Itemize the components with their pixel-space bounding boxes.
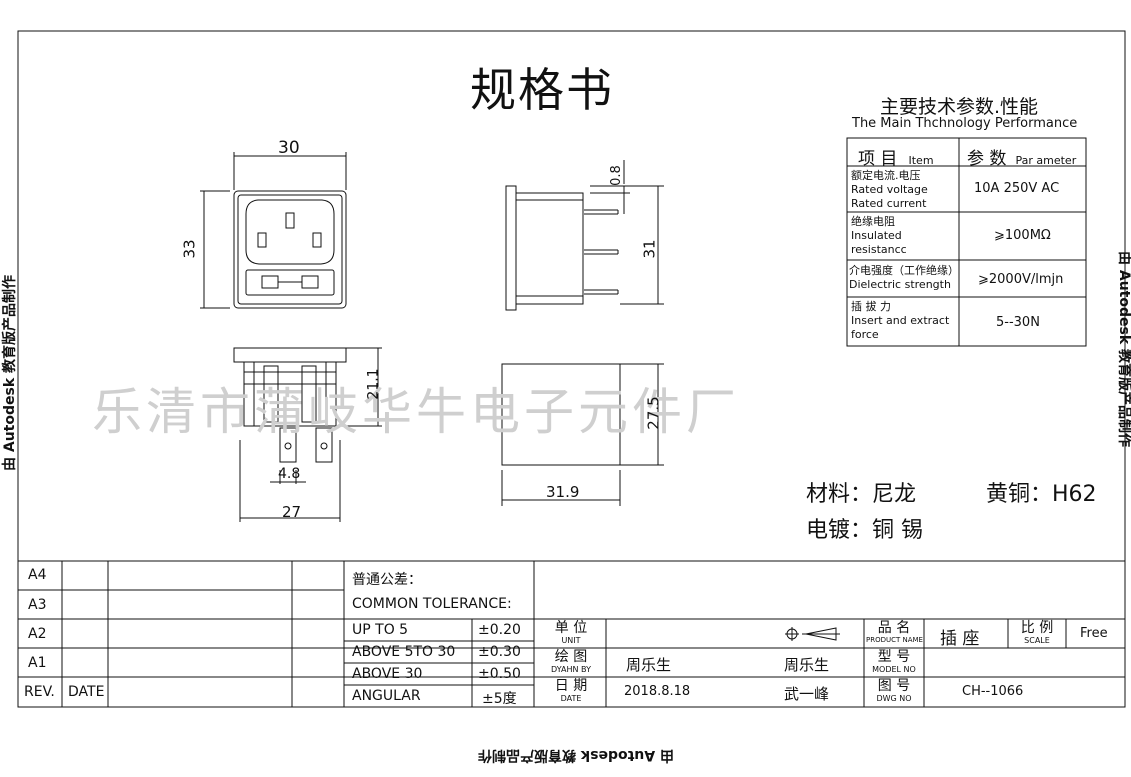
dim-front-width: 30 — [278, 138, 300, 158]
tolerance-title-cn: 普通公差： — [352, 572, 422, 588]
dim-bottom-width: 27 — [282, 503, 302, 521]
scale-value: Free — [1080, 626, 1108, 641]
param-row-value: 5--30N — [996, 315, 1040, 330]
side-note-left: 由 Autodesk 教育版产品制作 — [2, 274, 18, 471]
side-note-bottom: 由 Autodesk 教育版产品制作 — [477, 747, 675, 763]
side-note-right: 由 Autodesk 教育版产品制作 — [1116, 251, 1131, 448]
header-param-en: Par ameter — [1015, 154, 1077, 167]
param-row-label: 插 拔 力 Insert and extract force — [851, 300, 950, 341]
date-row-label: 日 期 DATE — [554, 678, 588, 703]
param-row-value: ⩾100MΩ — [994, 228, 1051, 243]
params-header-param: 参 数 Par ameter — [967, 144, 1076, 169]
drawn-by-name: 周乐生 — [626, 656, 672, 674]
dim-bottom-pin: 4.8 — [278, 466, 301, 482]
rev-a4: A4 — [28, 567, 47, 583]
drawn-label: 绘 图 DYAHN BY — [551, 649, 591, 674]
product-value: 插 座 — [940, 629, 980, 649]
header-item-cn: 项 目 — [858, 149, 898, 169]
dim-front-height: 33 — [180, 239, 199, 259]
dwg-label: 图 号 DWG NO — [876, 678, 912, 703]
params-header-item: 项 目 Item — [858, 144, 934, 169]
header-item-en: Item — [908, 154, 934, 167]
scale-label: 比 例 SCALE — [1020, 620, 1054, 645]
dwg-value: CH--1066 — [962, 684, 1024, 699]
sheet-border — [17, 30, 1126, 708]
rev-a2: A2 — [28, 626, 47, 642]
watermark: 乐清市蒲岐华牛电子元件厂 — [92, 383, 740, 441]
rev-a3: A3 — [28, 597, 47, 613]
front-view — [200, 152, 347, 309]
page-title: 规格书 — [470, 63, 614, 117]
dim-bottom-height: 21.1 — [365, 368, 382, 400]
bottom-view — [233, 347, 382, 522]
material-nylon: 材料：尼龙 — [806, 482, 917, 507]
dim-rear-height: 27.5 — [644, 396, 663, 430]
tolerance-range: ABOVE 30 — [352, 666, 423, 682]
rear-view — [501, 363, 664, 506]
approved-by-name: 武一峰 — [784, 685, 830, 703]
tolerance-value: ±0.50 — [478, 666, 521, 682]
checked-by-name: 周乐生 — [784, 656, 830, 674]
tolerance-value: ±5度 — [482, 691, 517, 707]
model-label: 型 号 MODEL NO — [872, 649, 916, 674]
side-view — [505, 160, 664, 311]
projection-symbol-icon — [785, 627, 840, 641]
unit-label: 单 位 UNIT — [554, 620, 588, 645]
title-block-grid — [18, 560, 1125, 707]
rev-label: REV. — [24, 684, 55, 700]
tolerance-value: ±0.30 — [478, 644, 521, 660]
dim-rear-width: 31.9 — [546, 483, 580, 501]
header-param-cn: 参 数 — [967, 149, 1007, 169]
tolerance-range: ANGULAR — [352, 688, 421, 704]
product-label: 品 名 PRODUCT NAME — [866, 620, 923, 644]
rev-a1: A1 — [28, 655, 47, 671]
tolerance-range: ABOVE 5TO 30 — [352, 644, 456, 660]
param-row-label: 额定电流.电压 Rated voltage Rated current — [851, 169, 928, 210]
date-label: DATE — [68, 684, 105, 700]
tolerance-range: UP TO 5 — [352, 622, 409, 638]
param-row-value: 10A 250V AC — [974, 181, 1060, 196]
material-plating: 电镀：铜 锡 — [806, 518, 923, 543]
params-title-en: The Main Thchnology Performance — [852, 116, 1078, 131]
dim-side-height: 31 — [640, 239, 659, 259]
date-value: 2018.8.18 — [624, 684, 691, 699]
material-brass: 黄铜：H62 — [986, 482, 1097, 507]
param-row-label: 绝缘电阻 Insulated resistancc — [851, 215, 907, 256]
param-row-label: 介电强度（工作绝缘） Dielectric strength — [849, 264, 959, 291]
tolerance-value: ±0.20 — [478, 622, 521, 638]
param-table-grid — [846, 137, 1087, 347]
param-row-value: ⩾2000V/lmjn — [978, 272, 1064, 287]
params-title-cn: 主要技术参数.性能 — [880, 96, 1039, 118]
dim-side-thickness: 0.8 — [608, 165, 624, 186]
tolerance-title-en: COMMON TOLERANCE: — [352, 596, 512, 612]
